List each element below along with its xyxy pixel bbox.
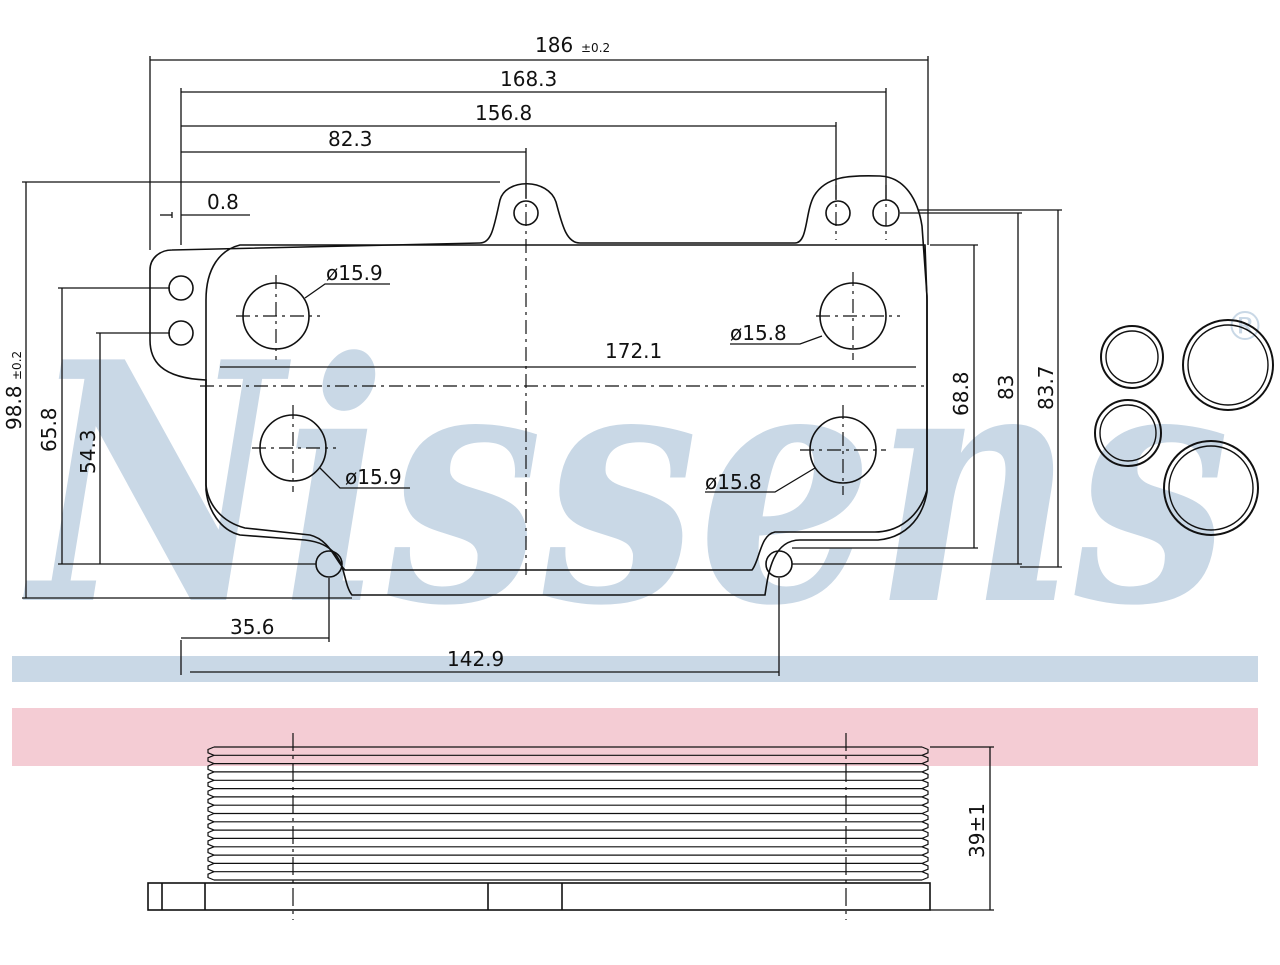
mount-hole-top-right-1 [825, 200, 851, 226]
port-bottom-left-label: ø15.9 [345, 465, 402, 489]
port-leaders [304, 283, 823, 493]
watermark-red-band [12, 708, 1258, 766]
dim-98-8-value: 98.8 [2, 385, 26, 430]
side-fin-stack [207, 746, 929, 881]
vertical-dimensions-right [792, 209, 1062, 568]
dim-83-label: 83 [994, 375, 1018, 400]
top-view-dimension-labels: 186 ±0.2 168.3 156.8 82.3 0.8 172.1 35.6… [2, 33, 1058, 671]
top-view [22, 56, 1062, 676]
port-top-left-label: ø15.9 [326, 261, 383, 285]
dim-82-3-label: 82.3 [328, 127, 373, 151]
dim-186-value: 186 [535, 33, 573, 57]
dim-98-8-group: 98.8 ±0.2 [2, 351, 26, 430]
dim-65-8-label: 65.8 [37, 407, 61, 452]
dim-83-7-label: 83.7 [1034, 365, 1058, 410]
seal-rings [1094, 319, 1274, 536]
dim-54-3-label: 54.3 [76, 429, 100, 474]
seal-ring-large-bottom [1163, 440, 1259, 536]
watermark-brand-text: Nissens [21, 290, 1230, 678]
horizontal-dimensions-bottom [180, 578, 780, 676]
dim-68-8-label: 68.8 [949, 371, 973, 416]
vertical-dimensions-left [22, 181, 500, 599]
side-height-label: 39±1 [965, 803, 989, 858]
center-lines [200, 185, 925, 575]
seal-ring-small-bottom [1094, 399, 1162, 467]
dim-156-8-label: 156.8 [475, 101, 532, 125]
fin-edge-left [207, 746, 215, 881]
side-center-lines [292, 733, 847, 920]
port-bottom-right-label: ø15.8 [705, 470, 762, 494]
horizontal-dimensions-top [149, 56, 929, 250]
dim-35-6-label: 35.6 [230, 615, 275, 639]
side-view [147, 733, 994, 920]
dim-172-1-label: 172.1 [605, 339, 662, 363]
watermark-registered-mark: ® [1225, 304, 1265, 350]
plate-outline [205, 244, 928, 571]
dim-186-tolerance: ±0.2 [581, 41, 610, 55]
seal-ring-large-top [1182, 319, 1274, 411]
watermark-blue-band [12, 656, 1258, 682]
dim-0-8-label: 0.8 [207, 190, 239, 214]
port-top-right-label: ø15.8 [730, 321, 787, 345]
dim-98-8-tolerance: ±0.2 [10, 351, 24, 380]
watermark: Nissens ® [12, 290, 1265, 766]
side-base-plate [147, 882, 931, 911]
dim-168-3-label: 168.3 [500, 67, 557, 91]
side-height-dimension [930, 746, 994, 911]
seal-ring-small-top [1100, 325, 1164, 389]
fin-edge-right [921, 746, 929, 881]
dim-142-9-label: 142.9 [447, 647, 504, 671]
